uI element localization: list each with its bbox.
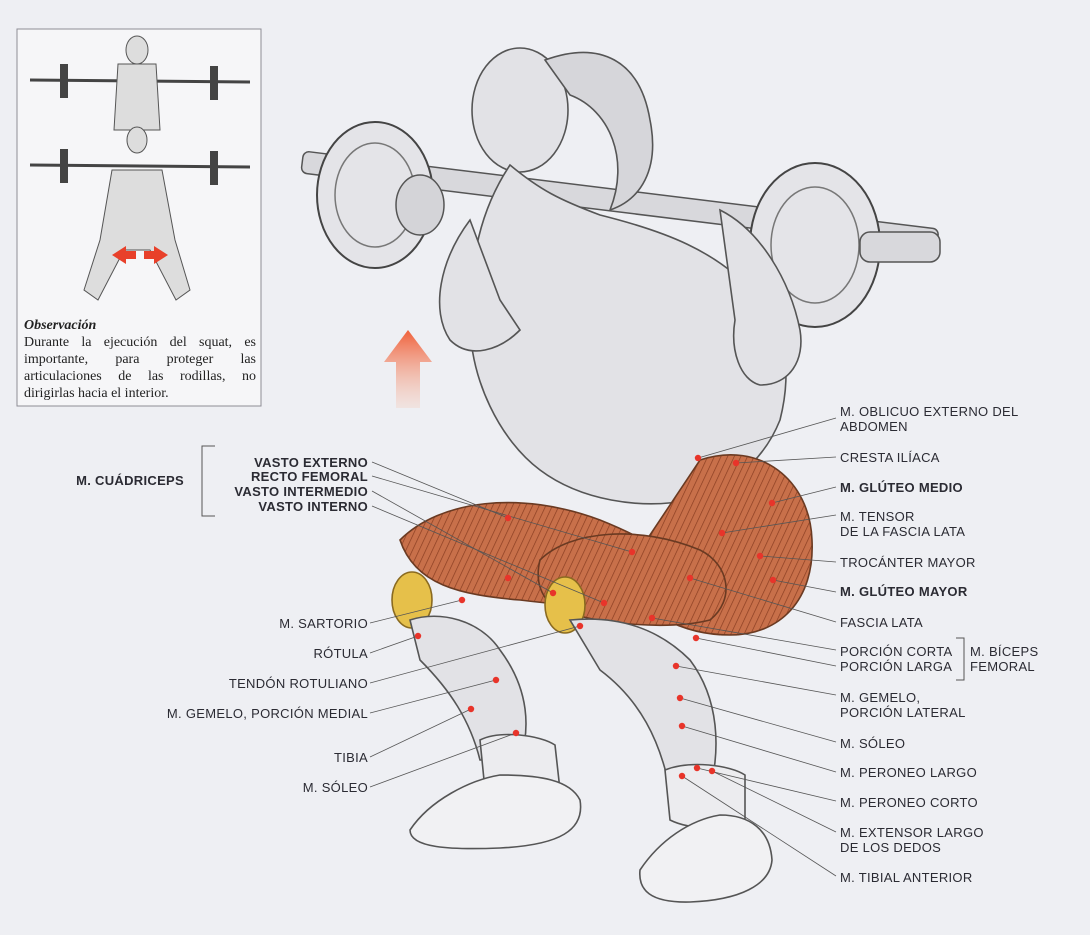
label-extensor-2: DE LOS DEDOS [840,840,942,855]
label-tensor-2: DE LA FASCIA LATA [840,524,966,539]
leader-lines [369,417,837,877]
label-tibial-anterior: M. TIBIAL ANTERIOR [840,870,973,885]
label-cresta-iliaca: CRESTA ILÍACA [840,450,940,465]
label-vasto-externo: VASTO EXTERNO [254,455,368,470]
squatting-figure [391,47,813,903]
observation-text: Durante la ejecución del squat, es impor… [24,335,256,401]
label-gluteo-medio: M. GLÚTEO MEDIO [840,480,963,495]
label-peroneo-largo: M. PERONEO LARGO [840,765,977,780]
label-quadriceps: M. CUÁDRICEPS [76,473,184,488]
label-soleo-left: M. SÓLEO [302,780,368,795]
label-vasto-intermedio: VASTO INTERMEDIO [234,484,368,499]
label-biceps-1: M. BÍCEPS [970,644,1039,659]
biceps-bracket [956,637,965,681]
quadriceps-bracket [201,445,215,517]
label-porcion-larga: PORCIÓN LARGA [840,659,953,674]
label-oblicuo-2: ABDOMEN [840,419,908,434]
label-sartorio: M. SARTORIO [279,616,368,631]
label-rotula: RÓTULA [313,646,368,661]
label-fascia-lata: FASCIA LATA [840,615,924,630]
label-gemelo-lateral-2: PORCIÓN LATERAL [840,705,966,720]
label-oblicuo-1: M. OBLICUO EXTERNO DEL [840,404,1019,419]
label-extensor-1: M. EXTENSOR LARGO [840,825,984,840]
label-porcion-corta: PORCIÓN CORTA [840,644,953,659]
observation-illustration [16,28,262,407]
label-peroneo-corto: M. PERONEO CORTO [840,795,978,810]
up-arrow-icon [384,330,432,408]
label-gemelo-lateral-1: M. GEMELO, [840,690,921,705]
marker-dots [414,454,777,780]
label-gluteo-mayor: M. GLÚTEO MAYOR [840,584,968,599]
label-recto-femoral: RECTO FEMORAL [250,469,368,484]
label-tensor-1: M. TENSOR [840,509,915,524]
label-trocanter: TROCÁNTER MAYOR [840,555,976,570]
label-tendon-rotuliano: TENDÓN ROTULIANO [228,676,368,691]
label-soleo-right: M. SÓLEO [840,736,906,751]
label-tibia: TIBIA [333,750,368,765]
label-gemelo-medial: M. GEMELO, PORCIÓN MEDIAL [166,706,368,721]
label-biceps-2: FEMORAL [970,659,1035,674]
label-vasto-interno: VASTO INTERNO [258,499,368,514]
observation-title: Observación [24,318,97,333]
